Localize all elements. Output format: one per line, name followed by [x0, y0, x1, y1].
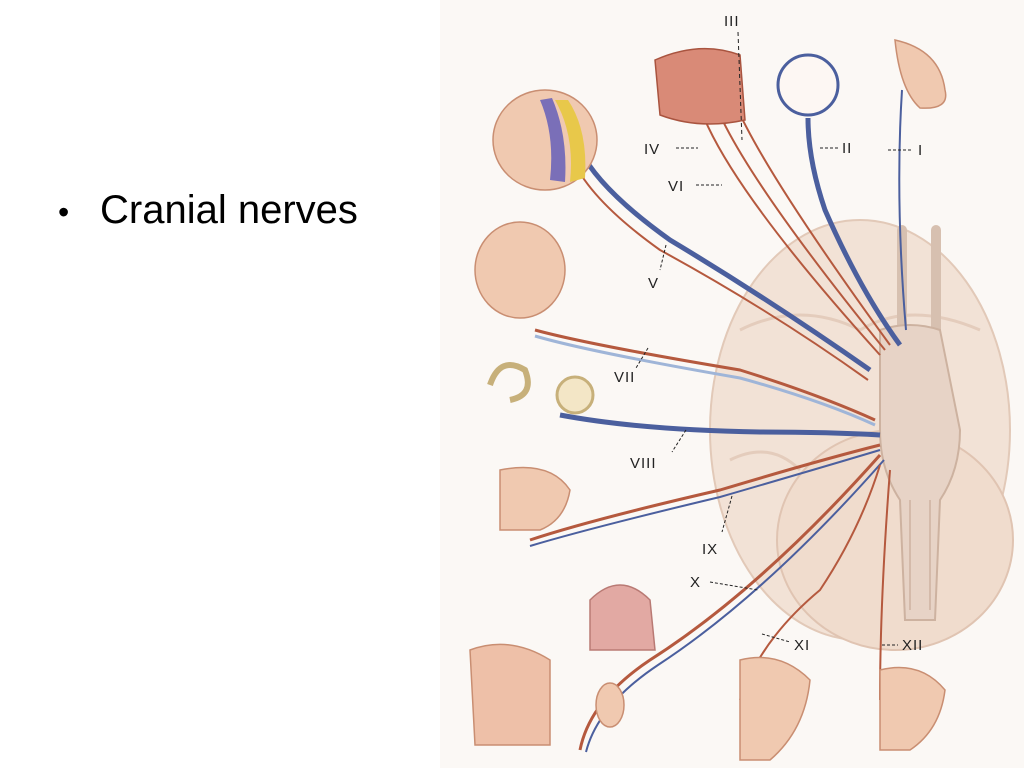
nerve-label-xi: XI — [761, 633, 810, 654]
nerve-label-xii-text: XII — [902, 637, 923, 654]
trigeminal-zone-purple — [540, 98, 566, 182]
nerve-vii-line — [534, 328, 876, 422]
lungs-heart — [589, 584, 656, 651]
bullet-text: Cranial nerves — [100, 188, 358, 232]
nerve-vi-line — [704, 119, 881, 356]
cochlea — [555, 375, 595, 415]
illustration-svg: I II III IV V — [440, 0, 1024, 768]
face-hypoglossal — [879, 666, 946, 751]
head-facial — [474, 221, 566, 319]
nerve-label-ix-text: IX — [702, 541, 718, 558]
nerve-ix-line-blue — [529, 449, 881, 547]
organ-vignettes — [469, 39, 947, 761]
nerve-v-line-red — [571, 157, 869, 381]
nerve-label-viii: VIII — [630, 429, 687, 472]
nerve-label-ii-text: II — [842, 140, 852, 157]
ear — [595, 682, 625, 728]
leader-line — [721, 495, 733, 533]
cranial-nerves-illustration: I II III IV V — [440, 0, 1024, 768]
nerve-label-xii: XII — [882, 637, 923, 654]
nerve-label-xi-text: XI — [794, 637, 810, 654]
nerve-iii-line — [737, 109, 891, 346]
nerve-vii-line-blue — [534, 334, 876, 427]
semicircular-canals — [487, 362, 531, 403]
nerve-label-iv: IV — [644, 141, 698, 158]
nerve-label-i: I — [888, 142, 923, 159]
nerve-label-viii-text: VIII — [630, 455, 657, 472]
nerve-label-ix: IX — [702, 495, 733, 558]
leader-line — [709, 581, 759, 591]
leader-line — [659, 244, 667, 271]
nose — [894, 39, 947, 109]
nerve-label-x: X — [690, 574, 759, 591]
nerve-label-v: V — [648, 244, 667, 292]
abdominal-organs — [469, 643, 551, 746]
nerve-labels: I II III IV V — [614, 13, 923, 654]
brainstem — [879, 324, 962, 621]
trigeminal-zone-yellow — [555, 100, 586, 182]
nerve-label-iii: III — [724, 13, 743, 141]
neck-accessory — [739, 656, 811, 761]
eyeball — [776, 53, 840, 117]
nerve-v-line — [577, 148, 872, 373]
nerve-ix-line — [529, 443, 881, 542]
face-glossopharyngeal — [499, 466, 571, 531]
nerve-label-iv-text: IV — [644, 141, 660, 158]
leader-line — [635, 347, 649, 369]
eye-muscles — [654, 47, 746, 125]
nerve-label-i-text: I — [918, 142, 923, 159]
leader-line — [671, 429, 687, 453]
nerve-i-line — [898, 89, 907, 331]
nerve-label-x-text: X — [690, 574, 701, 591]
nerve-iv-line — [719, 114, 886, 351]
nerve-label-vii: VII — [614, 347, 649, 386]
bullet-list: • Cranial nerves — [58, 188, 358, 233]
nerve-label-ii: II — [820, 140, 852, 157]
nerve-label-v-text: V — [648, 275, 659, 292]
nerve-viii-line — [559, 412, 881, 438]
medulla-lines — [909, 500, 931, 610]
nerve-label-vii-text: VII — [614, 369, 635, 386]
nerve-label-iii-text: III — [724, 13, 740, 30]
nerve-label-vi: VI — [668, 178, 722, 195]
brain-fold — [729, 450, 802, 472]
brain — [709, 219, 1014, 651]
bullet-dot: • — [58, 194, 70, 230]
bullet-item: • Cranial nerves — [58, 188, 358, 233]
nerve-ii-line — [805, 117, 903, 347]
nerve-label-vi-text: VI — [668, 178, 684, 195]
